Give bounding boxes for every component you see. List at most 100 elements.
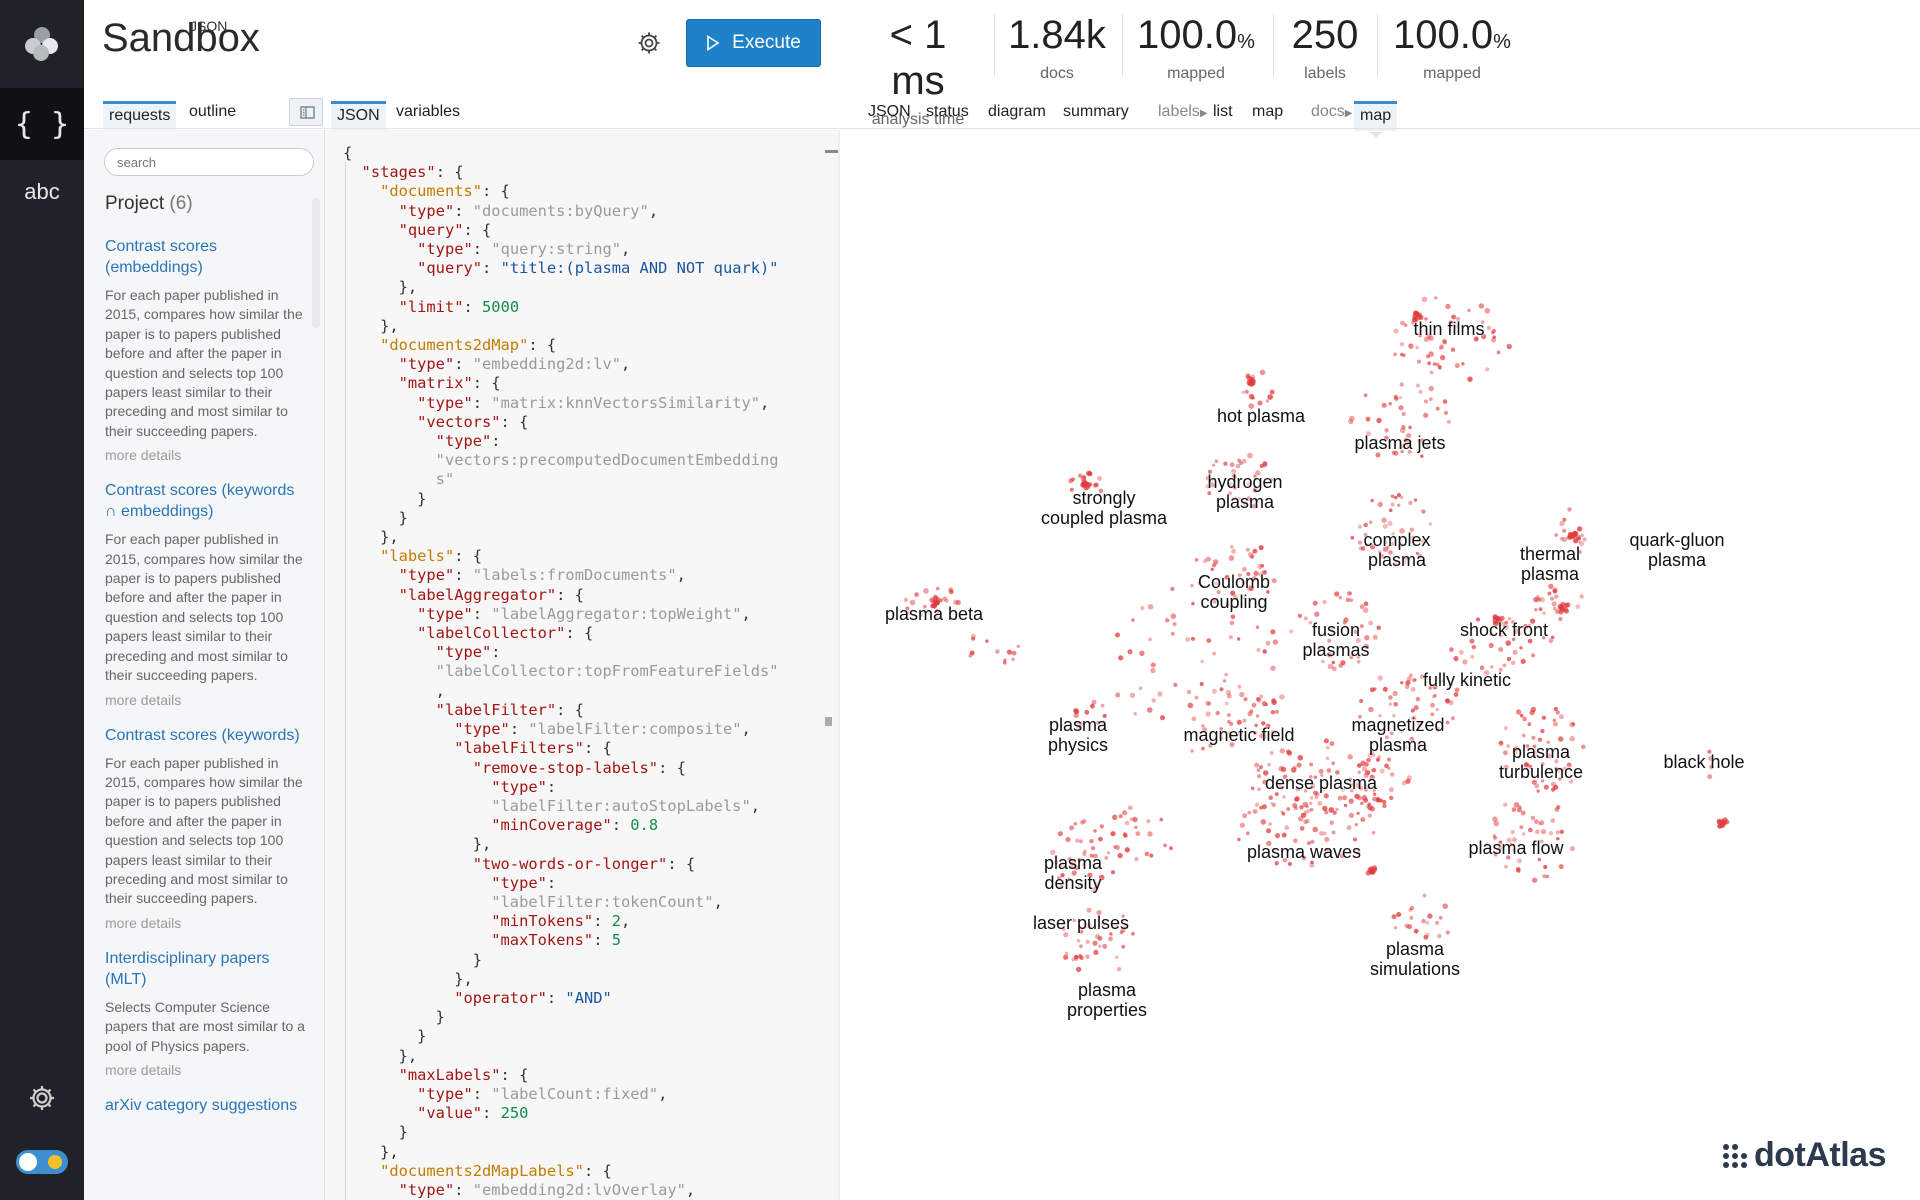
- document-dot[interactable]: [1225, 601, 1230, 607]
- request-item[interactable]: arXiv category suggestions: [105, 1095, 305, 1116]
- document-dot[interactable]: [1506, 855, 1511, 860]
- document-dot[interactable]: [1237, 837, 1241, 842]
- document-dot[interactable]: [1073, 822, 1078, 826]
- document-dot[interactable]: [1413, 928, 1419, 934]
- document-dot[interactable]: [1554, 609, 1560, 615]
- document-dot[interactable]: [1562, 766, 1568, 771]
- document-dot[interactable]: [1282, 857, 1288, 863]
- document-dot[interactable]: [1433, 693, 1437, 698]
- document-dot[interactable]: [1527, 722, 1532, 726]
- document-dot[interactable]: [1368, 706, 1374, 713]
- document-dot[interactable]: [1267, 762, 1271, 767]
- document-dot[interactable]: [1364, 635, 1370, 641]
- document-dot[interactable]: [1498, 632, 1504, 638]
- document-dot[interactable]: [1442, 399, 1448, 404]
- document-dot[interactable]: [1071, 870, 1077, 876]
- document-dot[interactable]: [1548, 638, 1554, 643]
- document-dot[interactable]: [914, 592, 919, 597]
- document-dot[interactable]: [1120, 927, 1126, 933]
- document-dot[interactable]: [1079, 929, 1084, 934]
- document-dot[interactable]: [1113, 845, 1117, 849]
- document-dot[interactable]: [1439, 354, 1446, 361]
- document-dot[interactable]: [1402, 744, 1408, 750]
- document-dot[interactable]: [1341, 788, 1345, 792]
- document-dot[interactable]: [1531, 877, 1538, 883]
- document-dot[interactable]: [1423, 934, 1429, 940]
- document-dot[interactable]: [1546, 753, 1552, 759]
- document-dot[interactable]: [1248, 403, 1254, 409]
- document-dot[interactable]: [1378, 714, 1382, 718]
- document-dot[interactable]: [1268, 795, 1273, 800]
- document-dot[interactable]: [1454, 363, 1460, 369]
- document-dot[interactable]: [1312, 600, 1318, 606]
- execute-button[interactable]: Execute: [686, 19, 821, 67]
- document-dot[interactable]: [1090, 703, 1095, 709]
- document-dot[interactable]: [1271, 578, 1277, 584]
- document-dot[interactable]: [1304, 789, 1308, 793]
- document-dot[interactable]: [1258, 694, 1264, 699]
- document-dot[interactable]: [907, 610, 912, 615]
- document-dot[interactable]: [1321, 788, 1325, 792]
- document-dot[interactable]: [1360, 817, 1366, 822]
- document-dot[interactable]: [1520, 658, 1526, 665]
- document-dot[interactable]: [1716, 819, 1722, 825]
- document-dot[interactable]: [1338, 595, 1342, 600]
- document-dot[interactable]: [1246, 585, 1252, 591]
- document-dot[interactable]: [1228, 635, 1233, 640]
- document-dot[interactable]: [1159, 715, 1166, 721]
- document-dot[interactable]: [1219, 727, 1224, 731]
- document-dot[interactable]: [1202, 727, 1208, 733]
- document-dot[interactable]: [1231, 474, 1237, 479]
- document-dot[interactable]: [1135, 831, 1141, 836]
- map-cluster-label[interactable]: plasma jets: [1354, 433, 1446, 453]
- document-dot[interactable]: [1073, 712, 1079, 718]
- document-dot[interactable]: [1442, 903, 1448, 909]
- document-dot[interactable]: [1274, 860, 1280, 866]
- document-dot[interactable]: [1057, 876, 1061, 880]
- document-dot[interactable]: [1331, 761, 1335, 765]
- document-dot[interactable]: [1076, 724, 1082, 731]
- document-dot[interactable]: [1210, 483, 1215, 488]
- document-dot[interactable]: [1085, 939, 1090, 945]
- document-dot[interactable]: [1090, 846, 1096, 851]
- document-dot[interactable]: [1437, 933, 1442, 939]
- map-cluster-label[interactable]: complex plasma: [1363, 530, 1431, 570]
- document-dot[interactable]: [1556, 837, 1560, 841]
- document-dot[interactable]: [1355, 637, 1361, 643]
- document-dot[interactable]: [1400, 681, 1404, 685]
- document-dot[interactable]: [1230, 590, 1236, 596]
- document-dot[interactable]: [949, 589, 954, 595]
- document-dot[interactable]: [1406, 433, 1412, 439]
- document-dot[interactable]: [1388, 508, 1393, 513]
- document-dot[interactable]: [1194, 695, 1199, 700]
- document-dot[interactable]: [1124, 847, 1130, 853]
- document-dot[interactable]: [1363, 601, 1369, 606]
- document-dot[interactable]: [1484, 307, 1491, 314]
- map-cluster-label[interactable]: plasma turbulence: [1498, 742, 1584, 782]
- document-dot[interactable]: [1353, 837, 1357, 842]
- document-dot[interactable]: [1325, 756, 1330, 761]
- document-dot[interactable]: [1319, 831, 1324, 836]
- document-dot[interactable]: [1255, 625, 1260, 629]
- document-dot[interactable]: [1289, 629, 1294, 634]
- document-dot[interactable]: [1147, 831, 1153, 837]
- document-dot[interactable]: [1327, 638, 1332, 643]
- document-dot[interactable]: [1251, 396, 1255, 400]
- document-dot[interactable]: [1363, 393, 1368, 398]
- map-cluster-label[interactable]: black hole: [1663, 752, 1745, 772]
- document-dot[interactable]: [1016, 644, 1020, 648]
- document-dot[interactable]: [1374, 438, 1378, 443]
- document-dot[interactable]: [1282, 795, 1286, 799]
- document-dot[interactable]: [1471, 644, 1477, 650]
- document-dot[interactable]: [1077, 954, 1083, 959]
- document-dot[interactable]: [1247, 381, 1253, 387]
- document-dot[interactable]: [1503, 624, 1509, 630]
- document-dot[interactable]: [1257, 400, 1263, 406]
- document-dot[interactable]: [1382, 523, 1388, 529]
- tab-requests[interactable]: requests: [103, 101, 177, 138]
- document-dot[interactable]: [1109, 932, 1113, 936]
- document-dot[interactable]: [1363, 533, 1368, 537]
- document-dot[interactable]: [1382, 803, 1387, 809]
- document-dot[interactable]: [1724, 819, 1730, 825]
- document-dot[interactable]: [1098, 488, 1104, 494]
